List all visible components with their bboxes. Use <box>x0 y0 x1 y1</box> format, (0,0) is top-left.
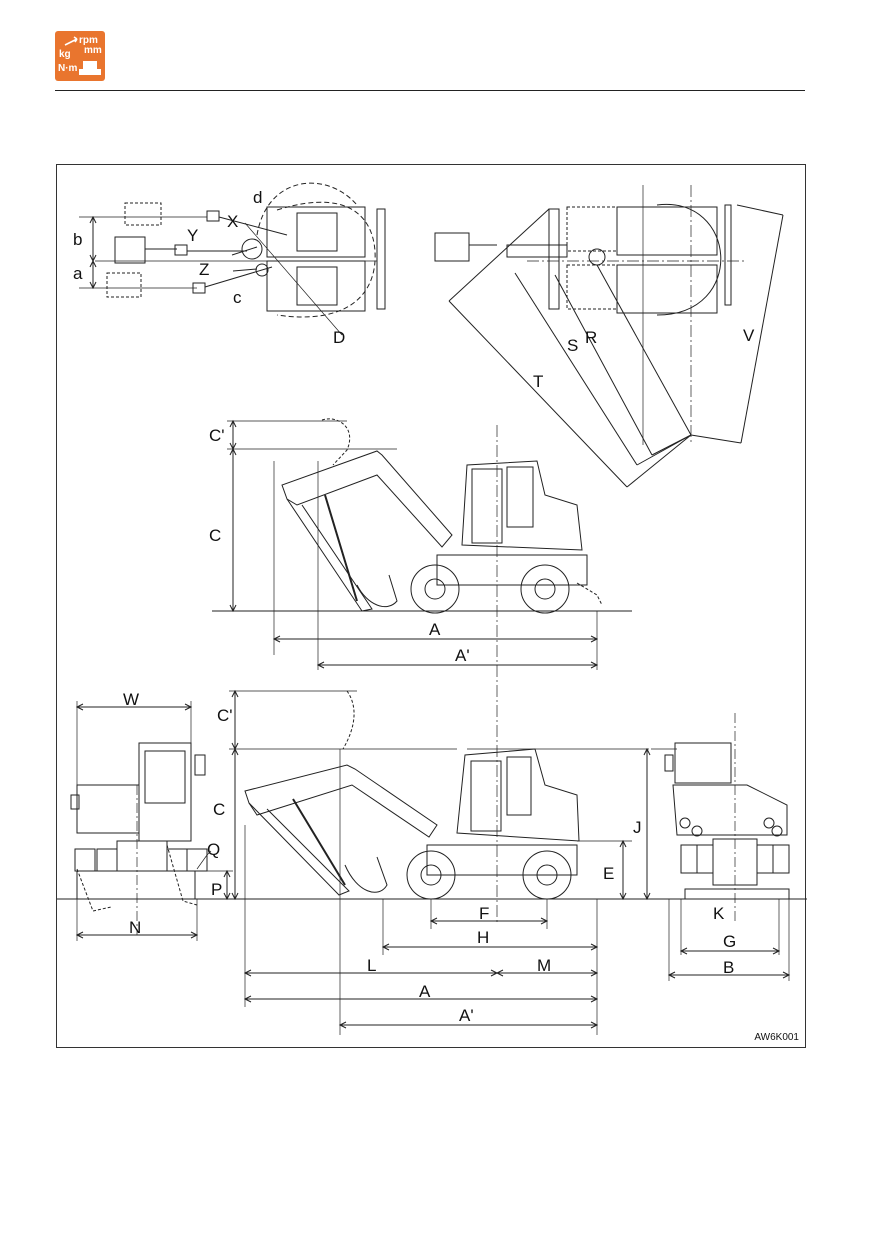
label-S: S <box>567 336 578 355</box>
plan-view-right <box>435 185 783 487</box>
units-logo-icon: rpm mm kg N·m <box>55 31 105 81</box>
label-X: X <box>227 212 238 231</box>
label-d: d <box>253 188 262 207</box>
label-T: T <box>533 372 543 391</box>
label-C-prime-lower: C' <box>217 706 233 725</box>
header-rule <box>55 90 805 91</box>
label-J: J <box>633 818 642 837</box>
plan-view-left <box>79 183 385 335</box>
label-A-prime-lower: A' <box>459 1006 474 1025</box>
label-D: D <box>333 328 345 347</box>
label-C-upper: C <box>209 526 221 545</box>
label-V: V <box>743 326 755 345</box>
logo-text-nm: N·m <box>58 63 78 74</box>
label-R: R <box>585 328 597 347</box>
label-C-prime-upper: C' <box>209 426 225 445</box>
label-E: E <box>603 864 614 883</box>
label-G: G <box>723 932 736 951</box>
excavator-dimension-svg: d X b Y Z a c D S R V T C' C A A' W C' C… <box>57 165 807 1049</box>
side-view-upper <box>212 419 632 925</box>
label-K: K <box>713 904 725 923</box>
label-B: B <box>723 958 734 977</box>
label-Q: Q <box>207 840 220 859</box>
label-N: N <box>129 918 141 937</box>
label-M: M <box>537 956 551 975</box>
dimension-drawing: d X b Y Z a c D S R V T C' C A A' W C' C… <box>56 164 806 1048</box>
label-a: a <box>73 264 83 283</box>
logo-text-mm: mm <box>84 45 102 56</box>
label-b: b <box>73 230 82 249</box>
label-A-upper: A <box>429 620 441 639</box>
label-W: W <box>123 690 139 709</box>
figure-code: AW6K001 <box>754 1032 799 1043</box>
label-Y: Y <box>187 226 198 245</box>
label-L: L <box>367 956 376 975</box>
label-P: P <box>211 880 222 899</box>
front-view-left <box>71 701 233 941</box>
label-H: H <box>477 928 489 947</box>
label-A-prime-upper: A' <box>455 646 470 665</box>
label-F: F <box>479 904 489 923</box>
label-Z: Z <box>199 260 209 279</box>
label-c: c <box>233 288 242 307</box>
rear-view-right <box>651 713 789 981</box>
logo-text-kg: kg <box>59 49 71 60</box>
label-A-lower: A <box>419 982 431 1001</box>
label-C-lower: C <box>213 800 225 819</box>
